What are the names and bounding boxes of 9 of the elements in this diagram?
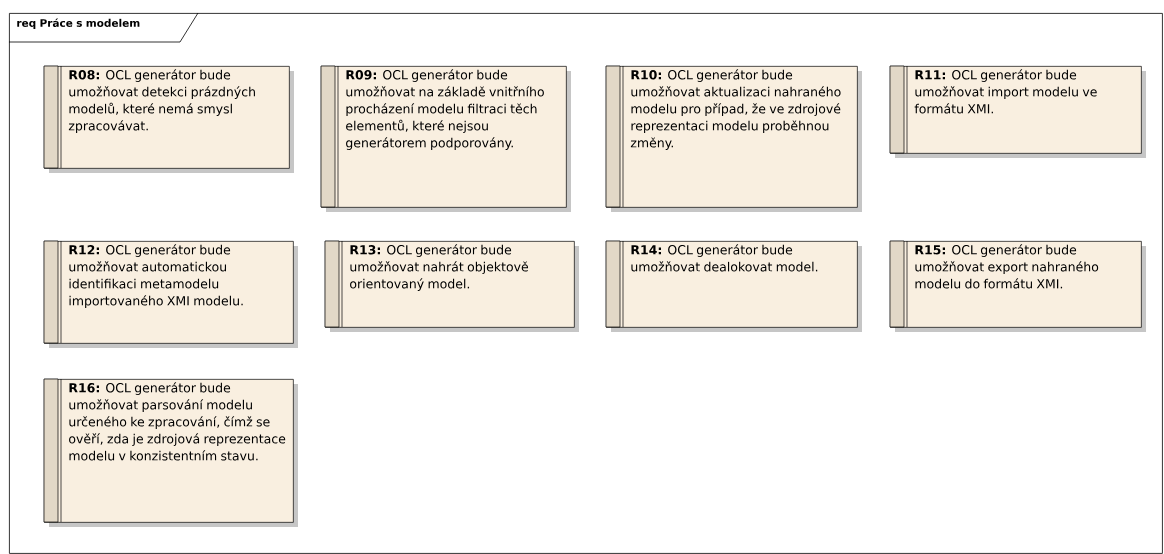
requirement-box: R16: OCL generátor bude umožňovat parsování modelu určeného ke zpracování, čímž se ověří, zda je zdrojová reprezentace modelu v konzistentním stavu. xyxy=(43,378,298,527)
requirement-box: R10: OCL generátor bude umožňovat aktualizaci nahraného modelu pro případ, že ve zdrojové reprezentaci modelu proběhnou změny. xyxy=(605,65,862,212)
requirement-box: R13: OCL generátor bude umožňovat nahrát objektově orientovaný model. xyxy=(324,240,579,332)
requirement-box: R09: OCL generátor bude umožňovat na základě vnitřního procházení modelu filtraci těch elementů, které nejsou generátorem podporovány. xyxy=(320,65,571,212)
requirement-box: R11: OCL generátor bude umožňovat import modelu ve formátu XMI. xyxy=(889,65,1146,158)
requirement-box: R12: OCL generátor bude umožňovat automatickou identifikaci metamodelu importovaného XMI modelu. xyxy=(43,240,298,348)
requirement-box: R15: OCL generátor bude umožňovat export nahraného modelu do formátu XMI. xyxy=(889,240,1146,332)
requirement-box: R08: OCL generátor bude umožňovat detekci prázdných modelů, které nemá smysl zpracovávat. xyxy=(43,65,294,173)
requirement-box: R14: OCL generátor bude umožňovat dealokovat model. xyxy=(605,240,862,332)
